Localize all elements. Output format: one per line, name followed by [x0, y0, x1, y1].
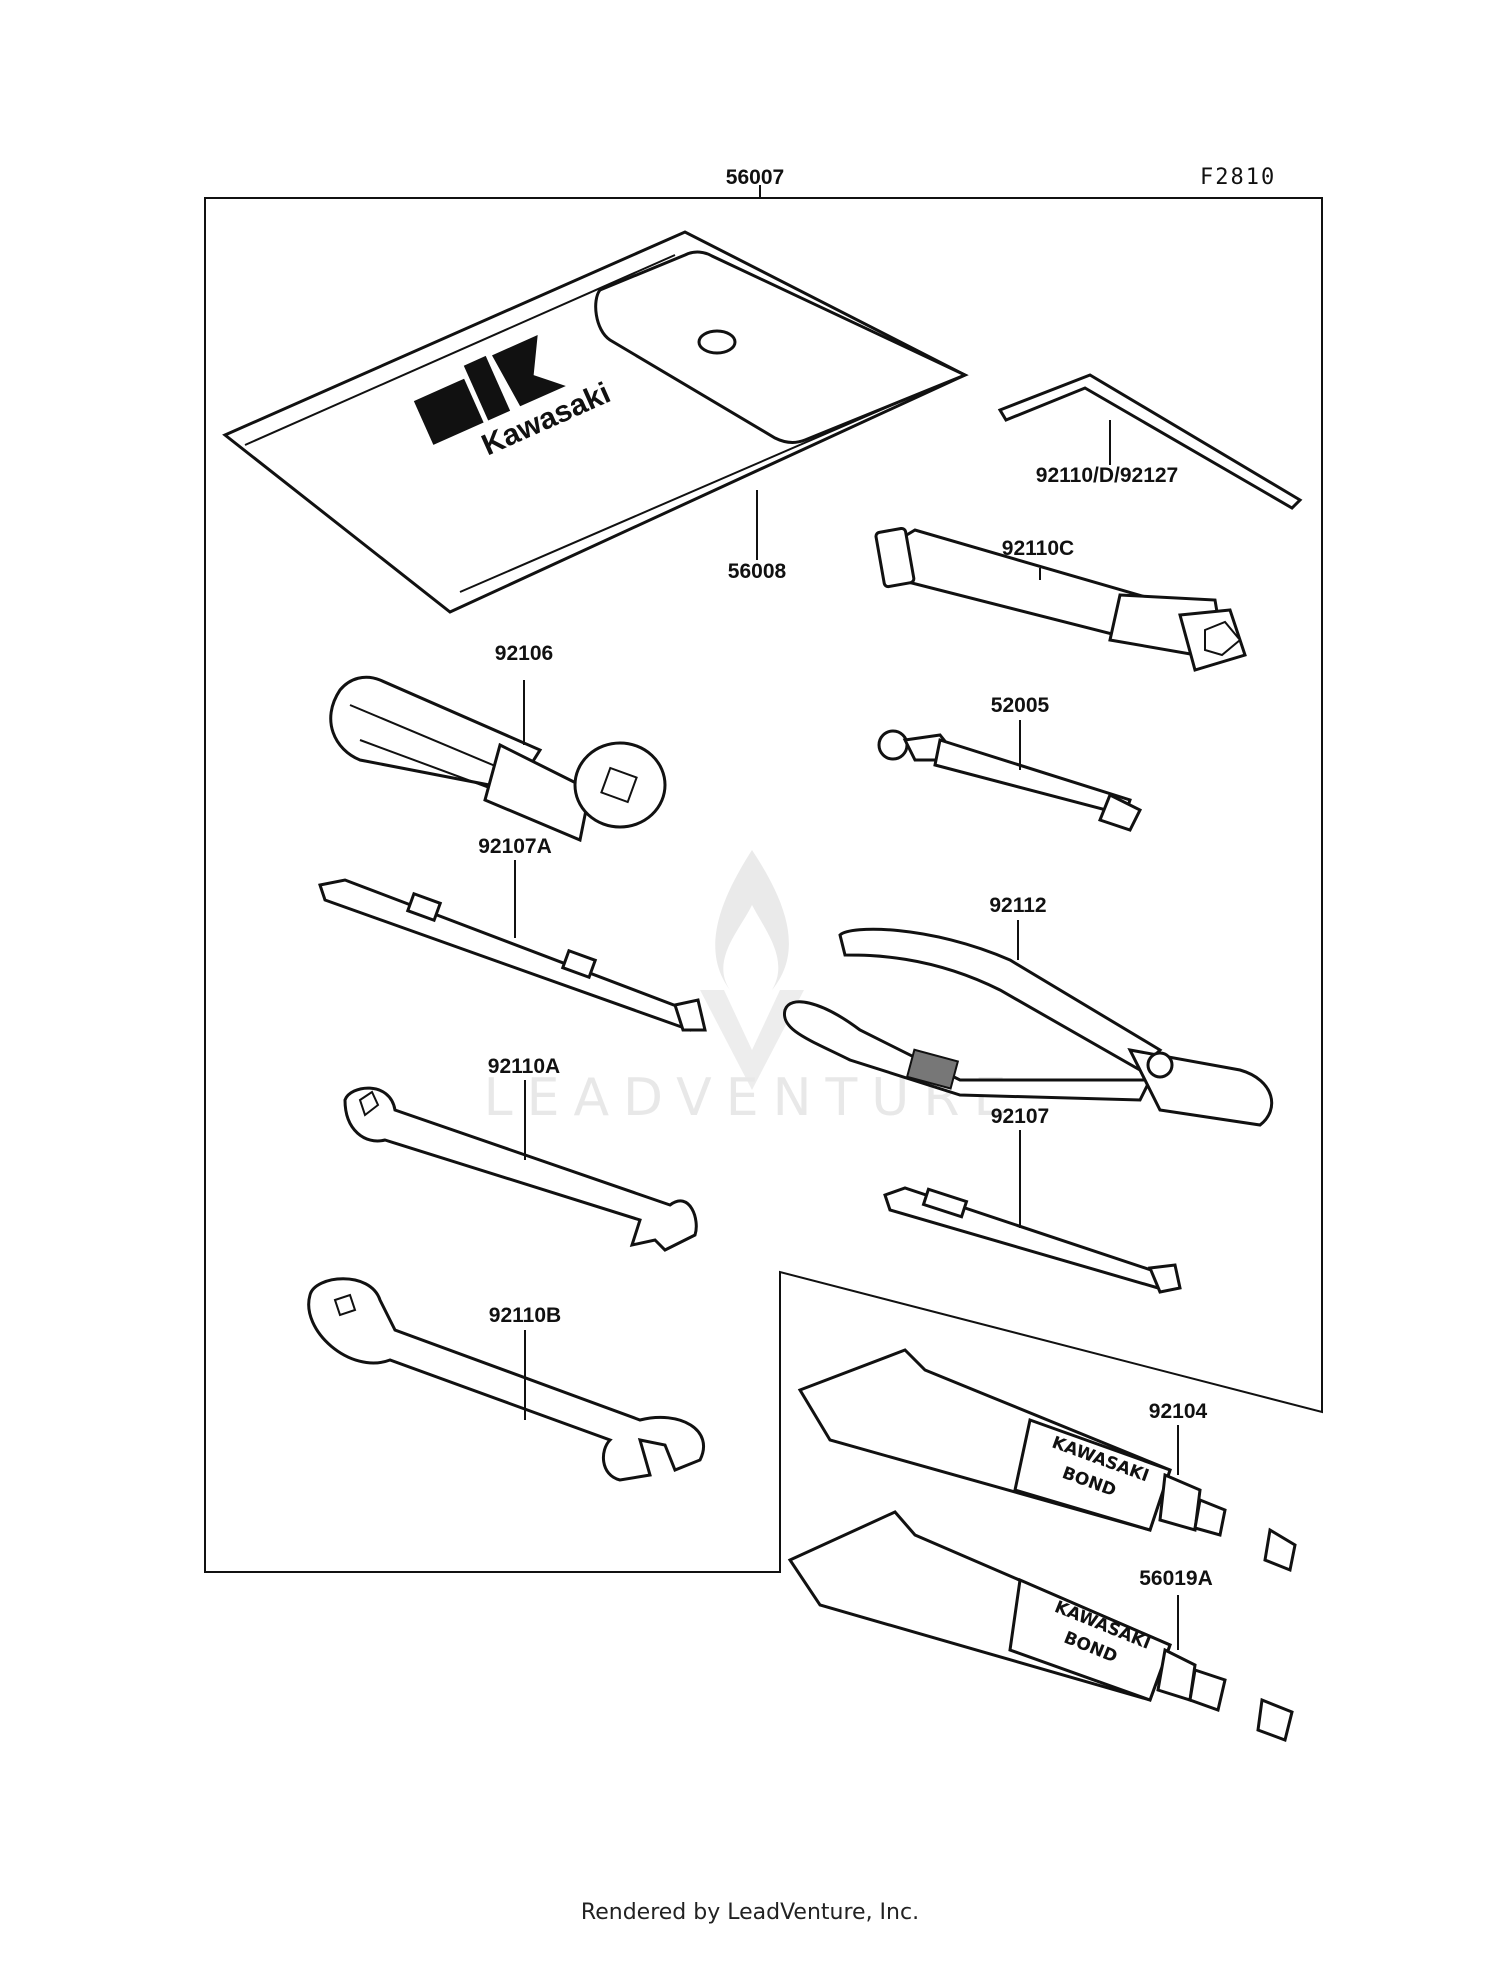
screwdriver-bit: [883, 1186, 1182, 1294]
screwdriver-handle: [329, 675, 667, 843]
part-label-92110a[interactable]: 92110A: [488, 1055, 560, 1078]
tool-bag: Kawasaki: [222, 230, 969, 614]
part-label-92106[interactable]: 92106: [495, 642, 553, 665]
part-label-92110-d-92127[interactable]: 92110/D/92127: [1036, 464, 1178, 487]
pliers: [783, 927, 1274, 1127]
part-label-92110c[interactable]: 92110C: [1002, 537, 1074, 560]
small-screwdriver: [877, 729, 1143, 832]
part-label-92107[interactable]: 92107: [991, 1105, 1049, 1128]
part-label-56008[interactable]: 56008: [728, 560, 787, 583]
part-label-92112[interactable]: 92112: [989, 894, 1046, 917]
wrench-a: [343, 1086, 698, 1252]
bond-tube-2: KAWASAKI BOND: [787, 1510, 1294, 1742]
part-label-56019a[interactable]: 56019A: [1139, 1567, 1213, 1590]
kit-bracket: [204, 197, 1323, 1573]
part-label-56007[interactable]: 56007: [726, 166, 784, 189]
part-label-92110b[interactable]: 92110B: [489, 1304, 561, 1327]
part-label-92104[interactable]: 92104: [1149, 1400, 1208, 1423]
hex-key: [997, 373, 1303, 510]
part-label-92107a[interactable]: 92107A: [478, 835, 552, 858]
double-screwdriver: [318, 878, 707, 1032]
wrench-b: [307, 1277, 705, 1482]
footer-credit: Rendered by LeadVenture, Inc.: [580, 1900, 920, 1925]
diagram-code: F2810: [1200, 165, 1276, 190]
part-label-52005[interactable]: 52005: [991, 694, 1050, 717]
spark-plug-wrench: [874, 526, 1247, 672]
